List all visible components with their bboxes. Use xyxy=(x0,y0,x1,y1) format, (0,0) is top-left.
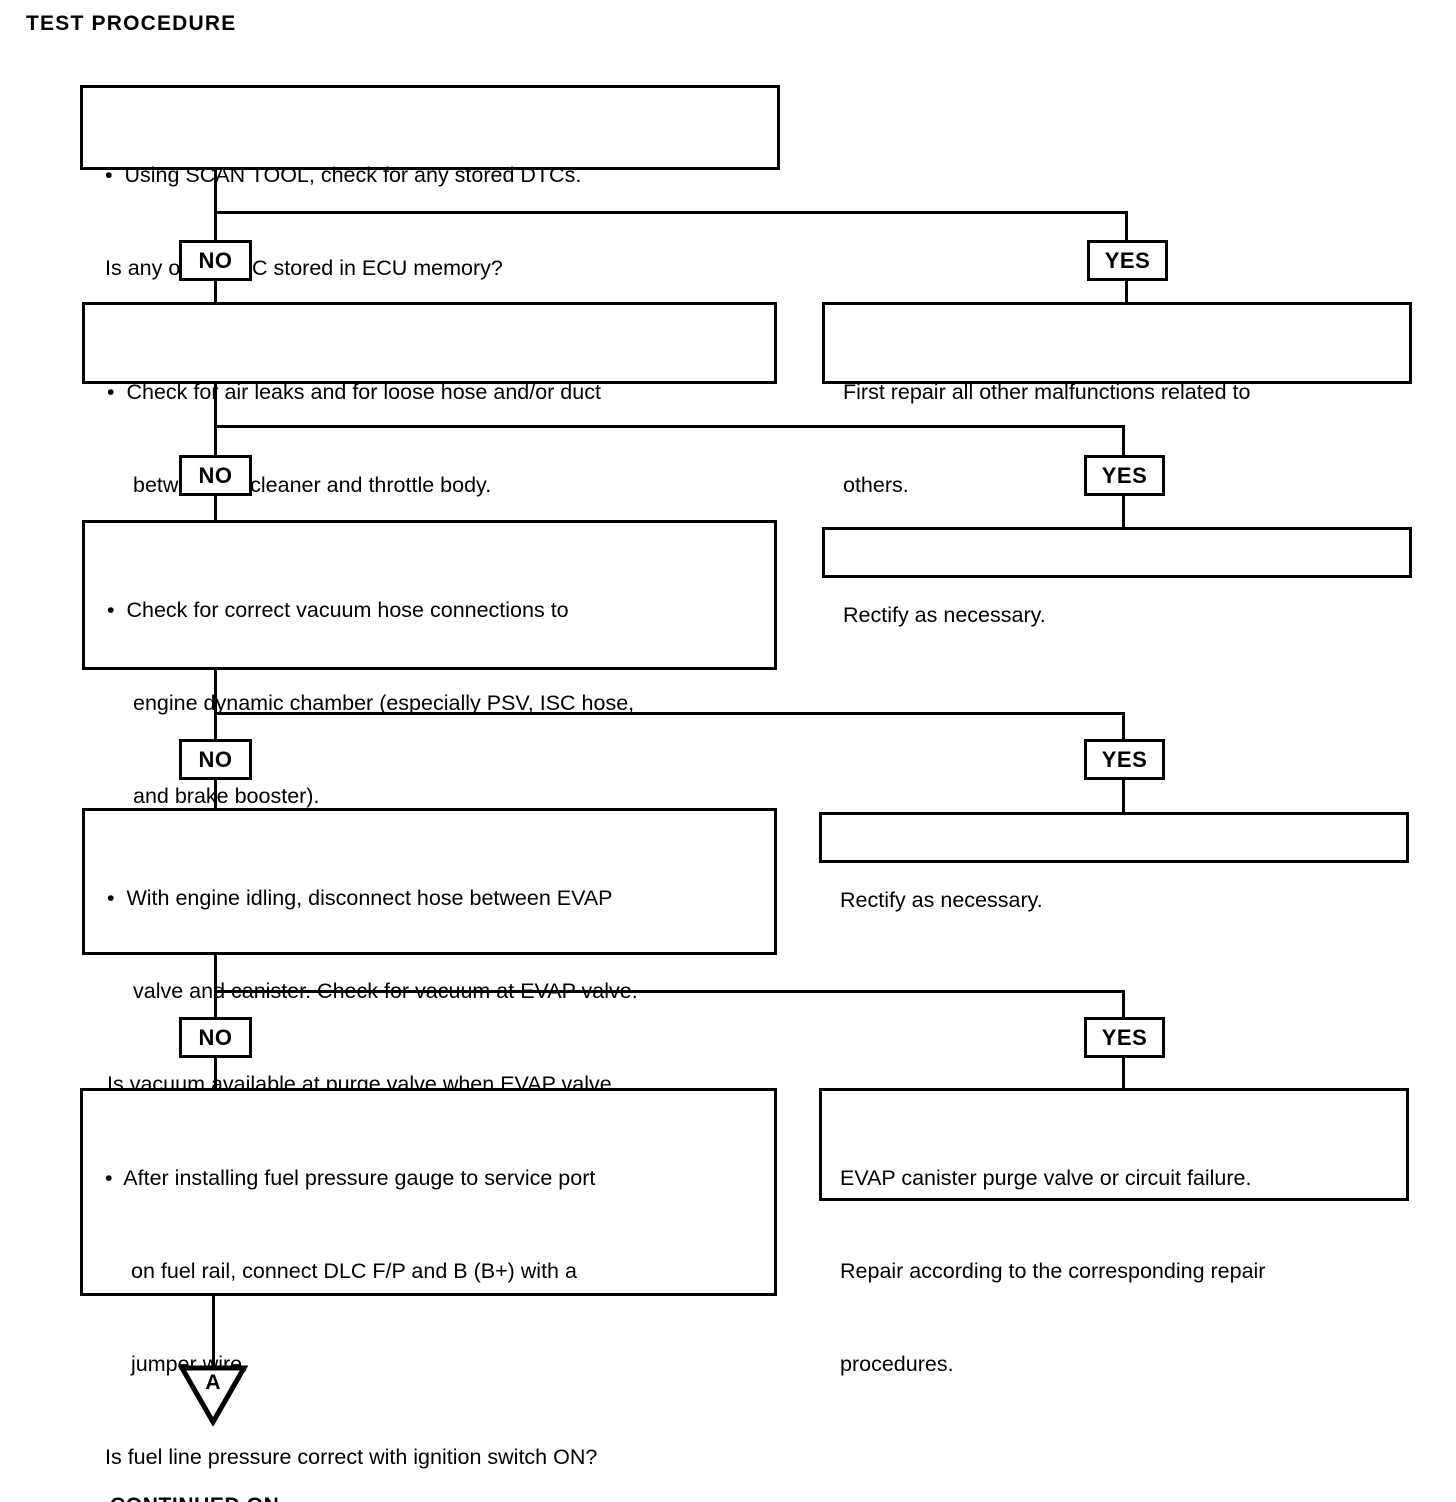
step-box-3-line-2: engine dynamic chamber (especially PSV, … xyxy=(133,691,635,715)
step-box-5-line-2: on fuel rail, connect DLC F/P and B (B+)… xyxy=(131,1259,577,1283)
decision-yes-2: YES xyxy=(1084,455,1165,496)
outcome-box-4-line-2: Repair according to the corresponding re… xyxy=(840,1259,1266,1283)
outcome-box-2-text: Rectify as necessary. xyxy=(843,538,1399,693)
connector-v-row3-yes xyxy=(1122,712,1125,740)
connector-v-no3-to-step4 xyxy=(214,779,217,809)
connector-v-yes4-to-outcome4 xyxy=(1122,1057,1125,1090)
page-title: TEST PROCEDURE xyxy=(26,12,237,35)
connector-v-step4-down xyxy=(214,953,217,995)
step-box-2-line-1: • Check for air leaks and for loose hose… xyxy=(107,380,601,404)
connector-v-row4-yes xyxy=(1122,990,1125,1018)
outcome-box-4-line-1: EVAP canister purge valve or circuit fai… xyxy=(840,1166,1252,1190)
step-box-1-line-1: • Using SCAN TOOL, check for any stored … xyxy=(105,163,582,187)
connector-v-step5-to-marker xyxy=(212,1294,215,1369)
connector-v-no4-to-step5 xyxy=(214,1057,217,1090)
connector-h-row3 xyxy=(214,712,1125,715)
step-box-1: • Using SCAN TOOL, check for any stored … xyxy=(80,85,780,280)
step-box-5-line-4: Is fuel line pressure correct with ignit… xyxy=(105,1445,598,1469)
step-box-5-text: • After installing fuel pressure gauge t… xyxy=(105,1101,764,1502)
outcome-box-1-line-2: others. xyxy=(843,473,909,497)
step-box-3: • Check for correct vacuum hose connecti… xyxy=(82,520,777,901)
outcome-box-1-text: First repair all other malfunctions rela… xyxy=(843,315,1399,563)
connector-v-no1-to-step2 xyxy=(214,280,217,304)
connector-v-row2-no xyxy=(214,425,217,456)
connector-v-row1-yes xyxy=(1125,211,1128,242)
outcome-box-1-line-1: First repair all other malfunctions rela… xyxy=(843,380,1251,404)
connector-h-row1 xyxy=(214,211,1128,214)
outcome-box-3-line-1: Rectify as necessary. xyxy=(840,888,1043,912)
step-box-4: • With engine idling, disconnect hose be… xyxy=(82,808,777,1189)
continuation-marker-letter: A xyxy=(205,1371,221,1394)
step-box-3-line-3: and brake booster). xyxy=(133,784,320,808)
connector-v-row1-no xyxy=(214,211,217,242)
decision-yes-1: YES xyxy=(1087,240,1168,281)
outcome-box-4-text: EVAP canister purge valve or circuit fai… xyxy=(840,1101,1396,1442)
outcome-box-3: Rectify as necessary. xyxy=(819,812,1409,912)
step-box-5-line-1: • After installing fuel pressure gauge t… xyxy=(105,1166,596,1190)
connector-v-step3-down xyxy=(214,668,217,716)
continued-on-line-1: CONTINUED ON xyxy=(110,1491,322,1502)
connector-v-no2-to-step3 xyxy=(214,495,217,522)
connector-v-row4-no xyxy=(214,990,217,1018)
continued-on-label: CONTINUED ON Part 2 xyxy=(110,1431,322,1502)
outcome-box-2: Rectify as necessary. xyxy=(822,527,1412,627)
connector-h-row2 xyxy=(214,425,1125,428)
connector-v-step2-down xyxy=(214,382,217,428)
connector-v-row3-no xyxy=(214,712,217,740)
outcome-box-2-line-1: Rectify as necessary. xyxy=(843,603,1046,627)
connector-v-yes3-to-outcome3 xyxy=(1122,779,1125,813)
step-box-4-line-1: • With engine idling, disconnect hose be… xyxy=(107,886,613,910)
connector-v-yes2-to-outcome2 xyxy=(1122,495,1125,527)
triangle-down-icon xyxy=(177,1365,249,1428)
decision-no-3: NO xyxy=(179,739,252,780)
outcome-box-3-text: Rectify as necessary. xyxy=(840,823,1396,978)
step-box-3-line-1: • Check for correct vacuum hose connecti… xyxy=(107,598,569,622)
decision-no-1: NO xyxy=(179,240,252,281)
outcome-box-1: First repair all other malfunctions rela… xyxy=(822,302,1412,497)
outcome-box-4: EVAP canister purge valve or circuit fai… xyxy=(819,1088,1409,1376)
step-box-5: • After installing fuel pressure gauge t… xyxy=(80,1088,777,1469)
decision-no-2: NO xyxy=(179,455,252,496)
connector-v-row2-yes xyxy=(1122,425,1125,456)
continuation-marker: A xyxy=(177,1364,249,1428)
decision-yes-4: YES xyxy=(1084,1017,1165,1058)
decision-yes-3: YES xyxy=(1084,739,1165,780)
decision-no-4: NO xyxy=(179,1017,252,1058)
connector-v-step1-down xyxy=(214,168,217,214)
outcome-box-4-line-3: procedures. xyxy=(840,1352,954,1376)
step-box-2: • Check for air leaks and for loose hose… xyxy=(82,302,777,497)
connector-h-row4 xyxy=(214,990,1125,993)
connector-v-yes1-to-outcome1 xyxy=(1125,280,1128,304)
